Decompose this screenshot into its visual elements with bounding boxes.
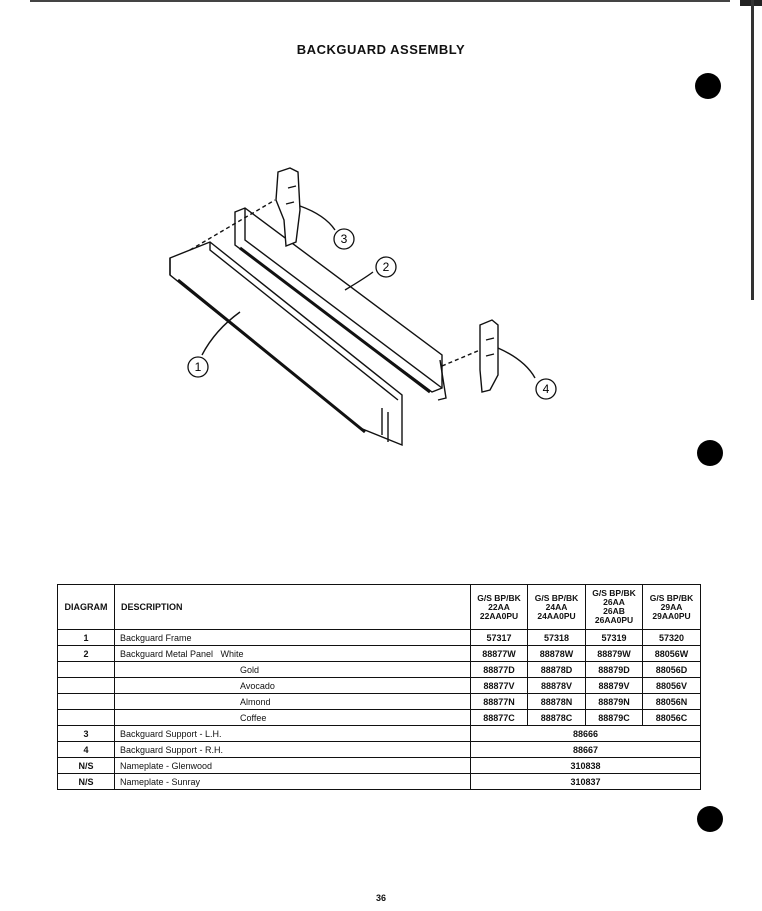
binder-hole-bottom (697, 806, 723, 832)
row-part: 88878W (527, 645, 586, 662)
row-part-common: 88666 (470, 725, 701, 742)
row-part: 88056D (642, 661, 701, 678)
row-diagram (57, 693, 115, 710)
header-diagram: DIAGRAM (57, 584, 115, 630)
row-description: Almond (114, 693, 471, 710)
row-part: 88877W (470, 645, 528, 662)
table-row: Almond 88877N 88878N 88879N 88056N (57, 693, 701, 710)
row-part: 88879W (585, 645, 643, 662)
callout-1-label: 1 (195, 360, 202, 374)
row-diagram: 2 (57, 645, 115, 662)
row-diagram (57, 677, 115, 694)
row-part: 88879C (585, 709, 643, 726)
callout-2: 2 (375, 256, 397, 278)
row-part: 88056N (642, 693, 701, 710)
row-description: Backguard Support - L.H. (114, 725, 471, 742)
table-row: 4 Backguard Support - R.H. 88667 (57, 741, 701, 758)
row-description: Avocado (114, 677, 471, 694)
row-description: Backguard Support - R.H. (114, 741, 471, 758)
row-part: 88056W (642, 645, 701, 662)
backguard-exploded-diagram: 3 2 1 4 (169, 167, 557, 447)
row-diagram: 3 (57, 725, 115, 742)
row-part: 88879N (585, 693, 643, 710)
row-part: 88056V (642, 677, 701, 694)
binder-hole-middle (697, 440, 723, 466)
row-part: 88878C (527, 709, 586, 726)
row-part: 57320 (642, 629, 701, 646)
row-part: 57318 (527, 629, 586, 646)
callout-2-label: 2 (383, 260, 390, 274)
row-part: 88877V (470, 677, 528, 694)
table-row: Avocado 88877V 88878V 88879V 88056V (57, 677, 701, 694)
row-part: 88878V (527, 677, 586, 694)
row-part-common: 310837 (470, 773, 701, 790)
header-description: DESCRIPTION (114, 584, 471, 630)
callout-3: 3 (333, 228, 355, 250)
row-diagram: 1 (57, 629, 115, 646)
row-description: Backguard Metal Panel White (114, 645, 471, 662)
row-part: 88877C (470, 709, 528, 726)
table-row: Coffee 88877C 88878C 88879C 88056C (57, 709, 701, 726)
callout-4: 4 (535, 378, 557, 400)
page-number: 36 (375, 893, 386, 903)
row-part: 88878D (527, 661, 586, 678)
scan-edge-line (751, 0, 754, 300)
table-row: Gold 88877D 88878D 88879D 88056D (57, 661, 701, 678)
row-diagram: N/S (57, 773, 115, 790)
scan-artifact-top (30, 0, 762, 6)
row-description: Coffee (114, 709, 471, 726)
table-row: 1 Backguard Frame 57317 57318 57319 5732… (57, 629, 701, 646)
row-part: 88877N (470, 693, 528, 710)
row-part: 88878N (527, 693, 586, 710)
row-description: Backguard Frame (114, 629, 471, 646)
row-description: Gold (114, 661, 471, 678)
row-part: 88877D (470, 661, 528, 678)
binder-hole-top (695, 73, 721, 99)
row-diagram (57, 709, 115, 726)
table-row: N/S Nameplate - Sunray 310837 (57, 773, 701, 790)
row-description: Nameplate - Sunray (114, 773, 471, 790)
row-part: 57317 (470, 629, 528, 646)
table-row: 2 Backguard Metal Panel White 88877W 888… (57, 645, 701, 662)
row-diagram: N/S (57, 757, 115, 774)
row-description: Nameplate - Glenwood (114, 757, 471, 774)
row-part: 88056C (642, 709, 701, 726)
row-diagram: 4 (57, 741, 115, 758)
table-row: N/S Nameplate - Glenwood 310838 (57, 757, 701, 774)
row-part-common: 310838 (470, 757, 701, 774)
row-part: 57319 (585, 629, 643, 646)
callout-4-label: 4 (543, 382, 550, 396)
callout-3-label: 3 (341, 232, 348, 246)
row-part: 88879V (585, 677, 643, 694)
row-part: 88879D (585, 661, 643, 678)
page-title: BACKGUARD ASSEMBLY (296, 42, 466, 57)
row-diagram (57, 661, 115, 678)
table-row: 3 Backguard Support - L.H. 88666 (57, 725, 701, 742)
callout-1: 1 (187, 356, 209, 378)
row-part-common: 88667 (470, 741, 701, 758)
